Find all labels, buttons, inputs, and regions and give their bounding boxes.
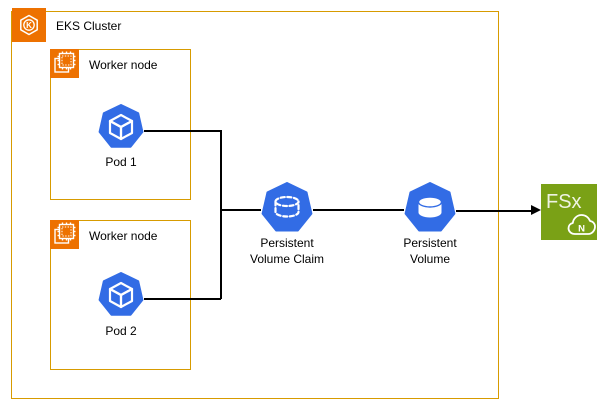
- connector-pod1-to-junction: [144, 130, 221, 132]
- fsx-netapp-ontap-icon: FSx N: [541, 184, 597, 240]
- pod-1-label: Pod 1: [105, 155, 137, 169]
- pvc-label-line2: Volume Claim: [249, 252, 325, 266]
- worker-node-1-label: Worker node: [89, 58, 158, 72]
- connector-pv-to-fsx: [456, 210, 533, 212]
- pod-1-icon: [98, 104, 144, 150]
- persistent-volume-claim-icon: [261, 182, 313, 234]
- eks-cluster-icon: K: [12, 8, 46, 42]
- pv-label-line1: Persistent: [403, 236, 457, 250]
- connector-pod2-to-junction: [144, 298, 221, 300]
- arrowhead-to-fsx: [531, 205, 541, 215]
- eks-icon-letter: K: [26, 21, 32, 30]
- worker-node-2-icon: [50, 220, 79, 249]
- connector-pvc-to-pv: [313, 209, 404, 211]
- persistent-volume-claim-label: Persistent Volume Claim: [237, 235, 337, 267]
- worker-node-2-label: Worker node: [89, 229, 158, 243]
- cloud-icon: [567, 214, 596, 235]
- pvc-label-line1: Persistent: [260, 236, 314, 250]
- worker-node-1-box: [50, 49, 191, 200]
- fsx-icon-text: FSx: [546, 191, 582, 213]
- eks-cluster-title: EKS Cluster: [56, 19, 122, 33]
- connector-junction-vertical: [220, 130, 222, 299]
- persistent-volume-icon: [404, 182, 456, 234]
- connector-junction-to-pvc: [221, 209, 261, 211]
- persistent-volume-label: Persistent Volume: [380, 235, 480, 267]
- pod-2-label: Pod 2: [105, 324, 137, 338]
- fsx-cloud-letter: N: [578, 224, 585, 235]
- pod-2-icon: [98, 272, 144, 318]
- eks-cluster-box: [11, 11, 499, 399]
- worker-node-1-icon: [50, 49, 79, 78]
- worker-node-2-box: [50, 220, 191, 370]
- pv-label-line2: Volume: [409, 252, 451, 266]
